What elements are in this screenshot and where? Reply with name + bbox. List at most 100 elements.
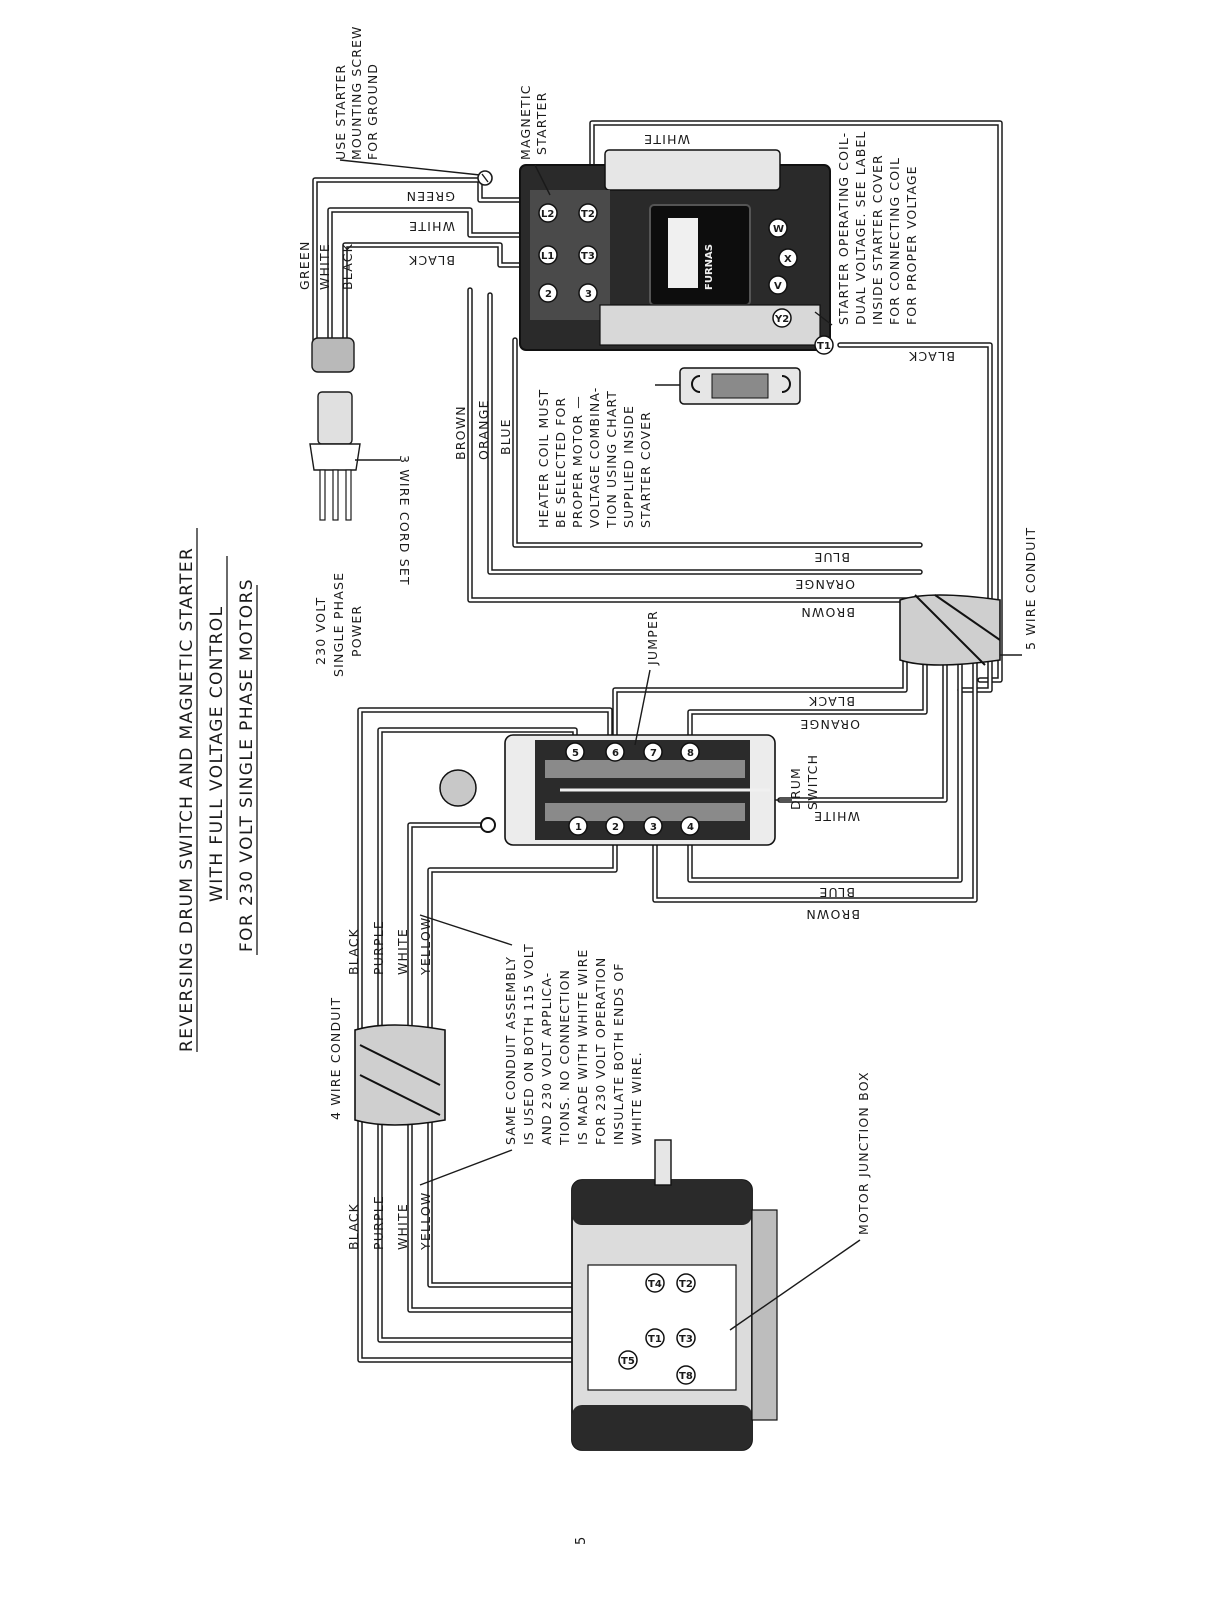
svg-text:3: 3 xyxy=(585,289,592,300)
svg-text:MOUNTING SCREW: MOUNTING SCREW xyxy=(349,26,364,160)
svg-text:BLACK: BLACK xyxy=(908,349,955,364)
svg-text:INSULATE BOTH ENDS OF: INSULATE BOTH ENDS OF xyxy=(611,962,626,1145)
svg-text:BE SELECTED FOR: BE SELECTED FOR xyxy=(553,397,568,528)
drum-terminal-1: 1 xyxy=(568,816,588,836)
svg-text:BLACK: BLACK xyxy=(408,253,455,268)
drum-wire-labels: BLACK ORANGE WHITE BLUE BROWN xyxy=(799,694,860,922)
svg-text:230 VOLT: 230 VOLT xyxy=(313,597,328,665)
svg-text:TIONS. NO CONNECTION: TIONS. NO CONNECTION xyxy=(557,969,572,1146)
motor-terminal-t1: T1 xyxy=(645,1328,665,1348)
jumper-label: JUMPER xyxy=(645,610,660,666)
svg-text:BLACK: BLACK xyxy=(346,1203,361,1250)
svg-text:W: W xyxy=(773,224,784,235)
svg-text:7: 7 xyxy=(650,748,657,759)
svg-text:FOR 230 VOLT SINGLE PHASE MOTO: FOR 230 VOLT SINGLE PHASE MOTORS xyxy=(237,578,257,952)
motor-terminals: T4 T2 T1 T3 T5 T8 xyxy=(618,1273,696,1385)
four-wire-conduit xyxy=(354,1024,446,1126)
svg-text:8: 8 xyxy=(687,748,694,759)
four-wire-top-labels: BLACK PURPLE WHITE YELLOW xyxy=(346,917,433,976)
svg-text:3: 3 xyxy=(650,822,657,833)
drum-terminal-7: 7 xyxy=(643,742,663,762)
svg-text:Y2: Y2 xyxy=(774,314,789,325)
starter-terminals: L2 L1 2 3 T2 T3 T1 W X V Y2 xyxy=(538,203,834,355)
drum-terminal-2: 2 xyxy=(605,816,625,836)
svg-text:USE STARTER: USE STARTER xyxy=(333,64,348,160)
svg-text:REVERSING DRUM SWITCH AND MAGN: REVERSING DRUM SWITCH AND MAGNETIC START… xyxy=(177,547,197,1052)
svg-text:IS USED ON BOTH 115 VOLT: IS USED ON BOTH 115 VOLT xyxy=(521,943,536,1145)
terminal-t3: T3 xyxy=(578,245,598,265)
svg-text:STARTER OPERATING COIL-: STARTER OPERATING COIL- xyxy=(836,132,851,325)
svg-text:SWITCH: SWITCH xyxy=(805,754,820,810)
svg-text:WHITE: WHITE xyxy=(643,132,690,147)
drum-terminal-3: 3 xyxy=(643,816,663,836)
svg-text:WHITE: WHITE xyxy=(813,809,860,824)
terminal-t1: T1 xyxy=(814,335,834,355)
drum-switch xyxy=(439,734,776,846)
svg-text:WITH FULL VOLTAGE CONTROL: WITH FULL VOLTAGE CONTROL xyxy=(207,605,227,902)
motor-terminal-t4: T4 xyxy=(645,1273,665,1293)
svg-text:ORANGE: ORANGE xyxy=(799,717,860,732)
svg-text:V: V xyxy=(774,281,782,292)
wiring-runs xyxy=(312,120,1003,1363)
svg-text:YELLOW: YELLOW xyxy=(418,1192,433,1251)
svg-text:T3: T3 xyxy=(679,1334,693,1345)
svg-text:BLACK: BLACK xyxy=(346,928,361,975)
svg-text:DRUM: DRUM xyxy=(788,767,803,810)
drum-switch-terminals: 5 6 7 8 1 2 3 4 xyxy=(565,742,700,836)
svg-text:SINGLE PHASE: SINGLE PHASE xyxy=(331,572,346,677)
svg-text:2: 2 xyxy=(612,822,619,833)
terminal-t2: T2 xyxy=(578,203,598,223)
svg-text:WHITE: WHITE xyxy=(317,243,332,290)
title-underlines xyxy=(196,528,258,1052)
ground-note: USE STARTER MOUNTING SCREW FOR GROUND xyxy=(333,26,380,160)
svg-text:WHITE: WHITE xyxy=(395,1203,410,1250)
svg-text:5: 5 xyxy=(572,748,579,759)
five-wire-run-labels: BLUE ORANGE BROWN xyxy=(794,550,855,620)
terminal-l1: L1 xyxy=(538,245,558,265)
svg-text:ORANGE: ORANGE xyxy=(476,399,491,460)
svg-text:YELLOW: YELLOW xyxy=(418,917,433,976)
motor-terminal-t5: T5 xyxy=(618,1350,638,1370)
svg-text:BLUE: BLUE xyxy=(818,885,855,900)
cord-wire-labels: GREEN WHITE BLACK xyxy=(297,240,355,290)
terminal-l2: L2 xyxy=(538,203,558,223)
svg-text:HEATER COIL MUST: HEATER COIL MUST xyxy=(536,389,551,528)
drum-switch-label: DRUM SWITCH xyxy=(788,754,820,810)
svg-text:ORANGE: ORANGE xyxy=(794,577,855,592)
svg-text:T1: T1 xyxy=(817,341,831,352)
starter-vertical-labels: BROWN ORANGE BLUE xyxy=(453,399,513,460)
svg-text:WHITE: WHITE xyxy=(408,219,455,234)
motor-junction-label: MOTOR JUNCTION BOX xyxy=(856,1071,871,1235)
svg-text:PURPLE: PURPLE xyxy=(371,920,386,975)
svg-text:FOR PROPER VOLTAGE: FOR PROPER VOLTAGE xyxy=(904,165,919,325)
svg-text:SUPPLIED INSIDE: SUPPLIED INSIDE xyxy=(621,405,636,528)
svg-text:BLUE: BLUE xyxy=(498,418,513,455)
terminal-3: 3 xyxy=(578,283,598,303)
coil-note: STARTER OPERATING COIL- DUAL VOLTAGE. SE… xyxy=(836,131,919,325)
svg-text:BLUE: BLUE xyxy=(813,550,850,565)
svg-text:FOR CONNECTING COIL: FOR CONNECTING COIL xyxy=(887,157,902,325)
svg-text:POWER: POWER xyxy=(349,605,364,657)
svg-text:T2: T2 xyxy=(581,209,595,220)
svg-text:GREEN: GREEN xyxy=(297,240,312,290)
ground-lug-icon xyxy=(480,817,496,833)
starter-brand: FURNAS xyxy=(704,244,715,290)
drum-terminal-8: 8 xyxy=(680,742,700,762)
terminal-y2: Y2 xyxy=(772,308,792,328)
svg-text:L1: L1 xyxy=(541,251,554,262)
motor xyxy=(571,1139,778,1451)
svg-text:T4: T4 xyxy=(648,1279,662,1290)
heater-coil-icon xyxy=(679,367,801,405)
plug xyxy=(309,337,361,521)
svg-text:T3: T3 xyxy=(581,251,595,262)
svg-text:STARTER: STARTER xyxy=(534,91,549,155)
motor-terminal-t3: T3 xyxy=(676,1328,696,1348)
svg-text:INSIDE STARTER COVER: INSIDE STARTER COVER xyxy=(870,154,885,325)
motor-terminal-t8: T8 xyxy=(676,1365,696,1385)
svg-text:IS MADE WITH WHITE WIRE: IS MADE WITH WHITE WIRE xyxy=(575,949,590,1145)
svg-text:SAME CONDUIT ASSEMBLY: SAME CONDUIT ASSEMBLY xyxy=(503,956,518,1145)
svg-text:DUAL VOLTAGE. SEE LABEL: DUAL VOLTAGE. SEE LABEL xyxy=(853,131,868,325)
terminal-x: X xyxy=(778,248,798,268)
indicator-lamp-icon xyxy=(439,769,477,807)
